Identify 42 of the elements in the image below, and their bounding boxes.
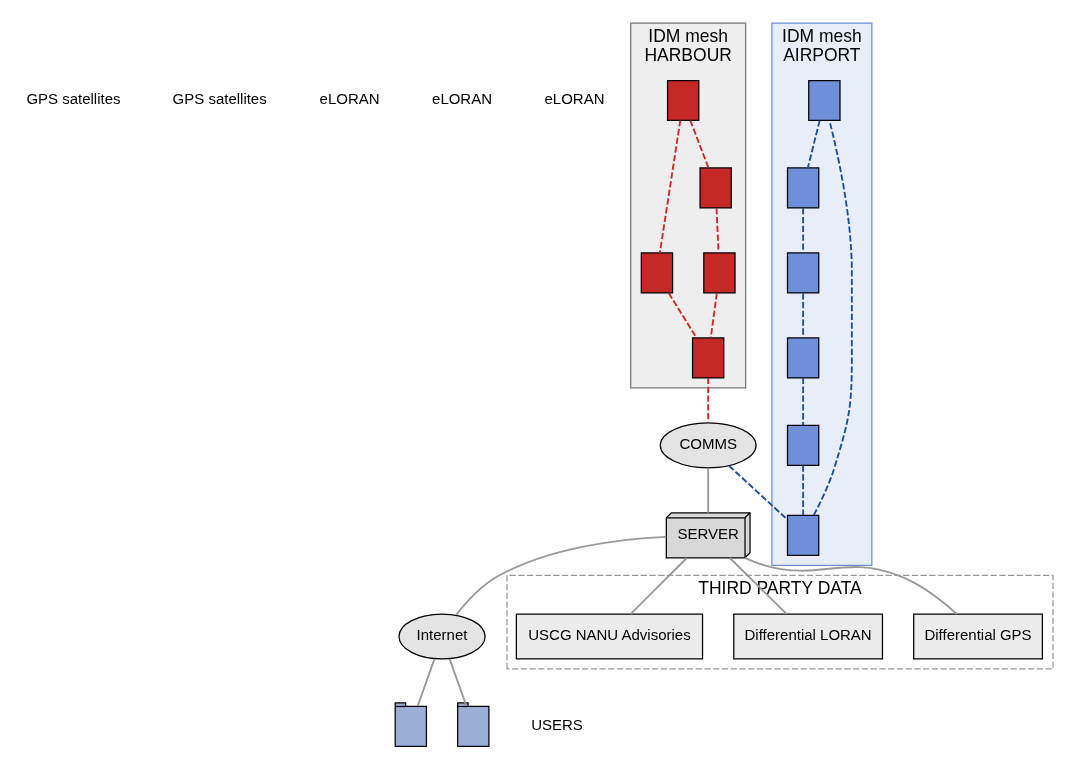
- connector: [629, 557, 688, 615]
- node-box: Differential GPS: [912, 613, 1043, 660]
- node-box: [786, 514, 819, 556]
- node-ellipse: Internet: [397, 613, 486, 660]
- node-text: eLORAN: [319, 90, 380, 108]
- node-box: [786, 337, 819, 379]
- label: USERS: [530, 716, 583, 734]
- node-box: [640, 252, 673, 294]
- connector: [416, 658, 435, 707]
- node-text: eLORAN: [431, 90, 492, 108]
- connector: [715, 207, 719, 254]
- node-box: [786, 167, 819, 209]
- node-box: [807, 79, 841, 122]
- node-box: [786, 252, 819, 294]
- node-ellipse: COMMS: [659, 422, 757, 469]
- connector: [743, 556, 958, 615]
- connector: [706, 467, 709, 514]
- connector: [801, 292, 804, 339]
- connector: [801, 377, 804, 427]
- connector: [728, 557, 787, 615]
- node-text: GPS satellites: [25, 90, 121, 108]
- connector: [806, 119, 821, 169]
- connector: [709, 292, 718, 339]
- cluster: IDM mesh AIRPORT: [770, 22, 872, 566]
- node-box: [691, 337, 724, 379]
- node-box: [702, 252, 736, 294]
- connector: [801, 207, 804, 254]
- node-box: Differential LORAN: [732, 613, 883, 660]
- connector: [812, 120, 853, 516]
- connector: [454, 535, 667, 616]
- connector: [727, 465, 788, 521]
- cluster: IDM mesh HARBOUR: [629, 22, 746, 389]
- node-text: eLORAN: [544, 90, 604, 108]
- node-box: [786, 424, 819, 466]
- connector: [658, 119, 681, 254]
- node-box: USCG NANU Advisories: [515, 613, 703, 660]
- connector: [667, 292, 697, 339]
- connector: [801, 464, 804, 517]
- node-box: [666, 79, 699, 122]
- node-text: GPS satellites: [172, 90, 267, 108]
- connector: [688, 119, 709, 169]
- node-box: [698, 167, 732, 209]
